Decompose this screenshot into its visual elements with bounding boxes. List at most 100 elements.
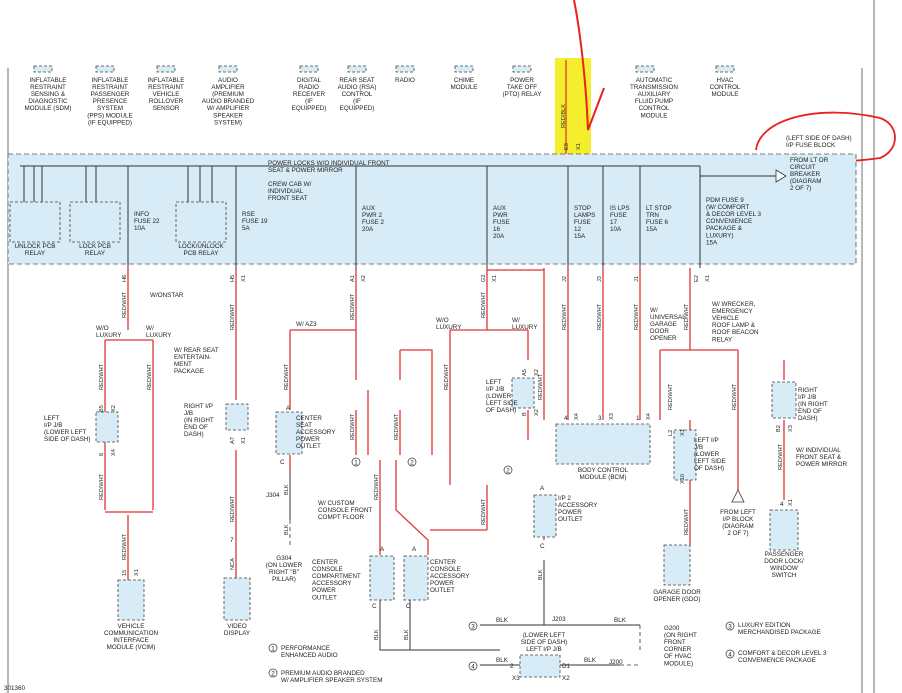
svg-text:2: 2 xyxy=(410,460,414,467)
center-seat-outlet-box xyxy=(275,411,303,455)
feed-cavity: E3 xyxy=(564,143,570,150)
conn-g2: G2 xyxy=(481,275,487,282)
svg-text:X3: X3 xyxy=(512,675,520,682)
wc-blk-1: BLK xyxy=(284,484,290,495)
svg-text:X3: X3 xyxy=(788,425,794,432)
svg-text:B2: B2 xyxy=(776,425,782,432)
svg-text:4: 4 xyxy=(780,501,784,508)
svg-text:4: 4 xyxy=(564,415,568,422)
wc-blk-8: BLK xyxy=(496,657,509,664)
svg-text:X1: X1 xyxy=(680,429,686,436)
figure-number: 301360 xyxy=(4,685,26,692)
svg-text:X1: X1 xyxy=(241,437,247,444)
svg-text:X2: X2 xyxy=(534,409,540,416)
wc-blk-2: BLK xyxy=(284,524,290,535)
svg-text:C: C xyxy=(540,543,545,550)
bcm-box xyxy=(555,423,651,465)
wc-blk-6: BLK xyxy=(496,617,509,624)
conn-j2: J2 xyxy=(562,276,568,282)
wc-23: RED/WHT xyxy=(684,508,690,535)
module-radio-label: RADIO xyxy=(395,77,415,84)
feed-wire-color: RED/BLK xyxy=(561,104,567,128)
wc-blk-9: BLK xyxy=(584,657,597,664)
from-left-block-marker xyxy=(731,489,745,503)
conn-e2-x: X1 xyxy=(705,275,711,282)
reference-markers: 1 2 2 3 4 xyxy=(351,457,513,671)
conn-e2: E2 xyxy=(694,275,700,282)
svg-text:1: 1 xyxy=(636,415,640,422)
wc-13: RED/WHT xyxy=(444,363,450,390)
legend-4-num: 4 xyxy=(728,652,732,659)
right-jb-far-box xyxy=(771,381,797,419)
svg-text:C: C xyxy=(280,459,285,466)
wc-10: RED/WHT xyxy=(350,413,356,440)
svg-text:X3: X3 xyxy=(609,413,615,420)
wc-6: RED/WHT xyxy=(230,303,236,330)
wc-20: RED/WHT xyxy=(684,303,690,330)
svg-text:A: A xyxy=(540,485,545,492)
right-jb-box xyxy=(225,403,249,431)
svg-text:D1: D1 xyxy=(562,663,571,670)
wc-blk-4: BLK xyxy=(404,629,410,640)
wc-14: RED/WHT xyxy=(481,291,487,318)
note-w-luxury: W/LUXURY xyxy=(146,325,172,339)
svg-text:A5: A5 xyxy=(522,369,528,376)
wc-12: RED/WHT xyxy=(374,473,380,500)
wc-15: RED/WHT xyxy=(481,498,487,525)
conn-g2-x: X1 xyxy=(492,275,498,282)
svg-text:B5: B5 xyxy=(99,405,105,412)
wc-blk-7: BLK xyxy=(614,617,627,624)
legend-3-num: 3 xyxy=(728,624,732,631)
svg-text:B: B xyxy=(522,412,528,416)
wc-3: RED/WHT xyxy=(147,363,153,390)
svg-text:4: 4 xyxy=(471,664,475,671)
video-display-box xyxy=(223,577,251,621)
note-az3: W/ AZ3 xyxy=(296,321,317,328)
svg-text:3: 3 xyxy=(471,624,475,631)
vcim-box xyxy=(117,579,145,621)
note-w-luxury-mid: W/LUXURY xyxy=(512,317,538,331)
conn-j3: J3 xyxy=(597,276,603,282)
console-b-box xyxy=(403,555,429,601)
svg-text:X10: X10 xyxy=(680,474,686,484)
svg-text:NCA: NCA xyxy=(230,558,236,570)
svg-text:A: A xyxy=(412,546,417,553)
conn-a1: A1 xyxy=(350,275,356,282)
fuse-block-note: (LEFT SIDE OF DASH)I/P FUSE BLOCK xyxy=(786,135,852,149)
svg-text:1: 1 xyxy=(354,460,358,467)
wc-11: RED/WHT xyxy=(394,413,400,440)
svg-text:X4: X4 xyxy=(574,413,580,420)
wc-blk-5: BLK xyxy=(538,569,544,580)
gdo-box xyxy=(663,544,691,586)
circuit-breaker-marker xyxy=(775,169,787,183)
wc-5: RED/WHT xyxy=(122,533,128,560)
legend-2-num: 2 xyxy=(271,671,275,678)
